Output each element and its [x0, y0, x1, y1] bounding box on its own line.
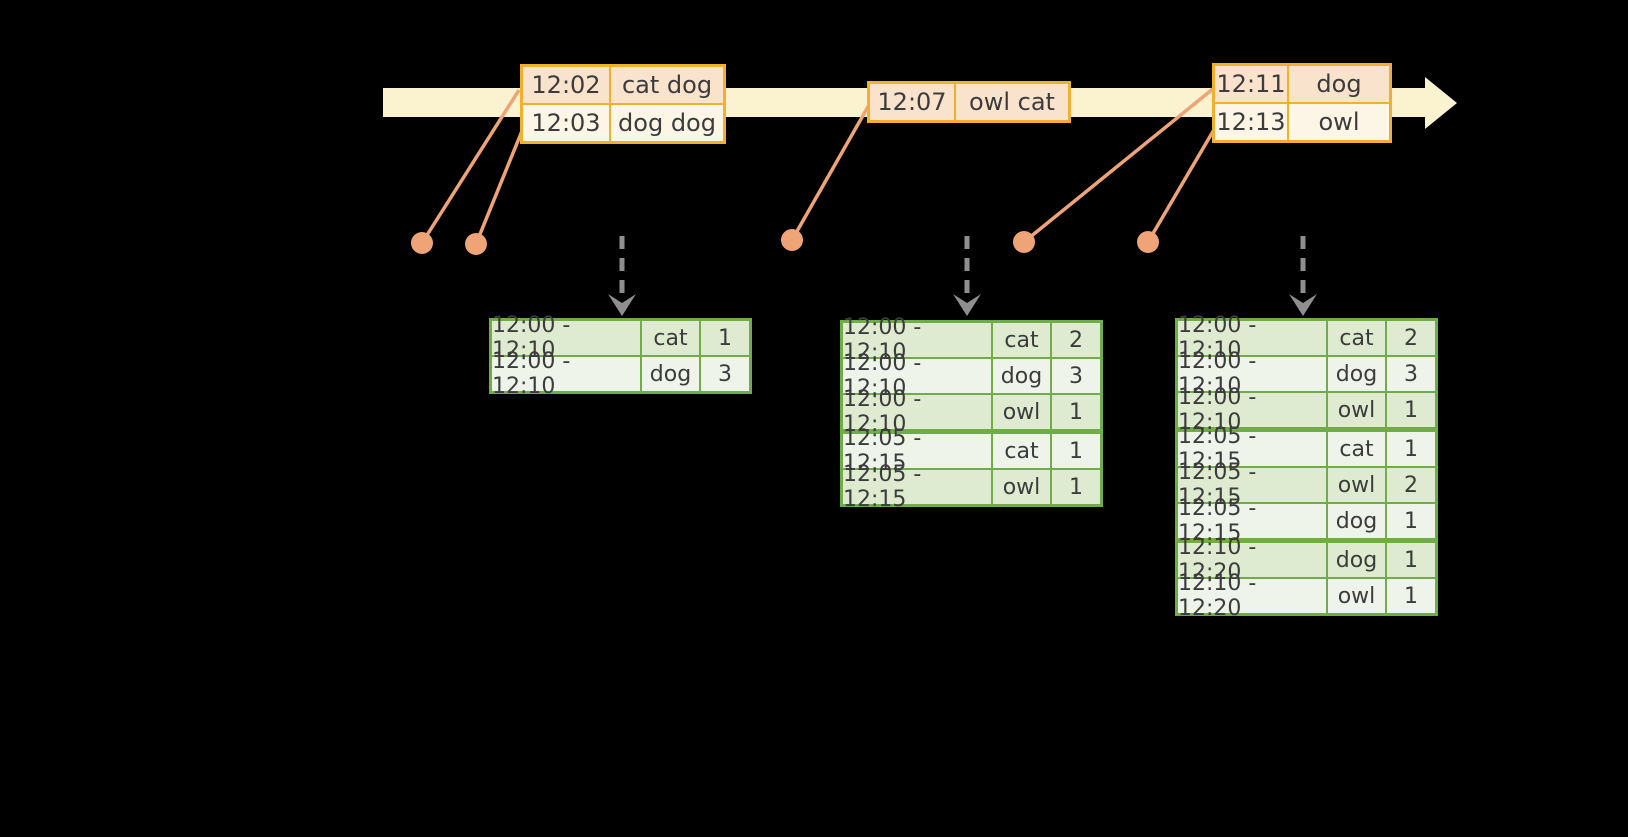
result-word-cell: dog: [1328, 504, 1385, 538]
event-connector-group: [420, 86, 1217, 245]
result-count-cell: 2: [1387, 321, 1435, 355]
result-word-cell: cat: [993, 434, 1050, 468]
event-time-cell: 12:03: [523, 105, 609, 141]
result-window-cell: 12:05 - 12:15: [1178, 460, 1326, 510]
result-count-cell: 1: [1387, 579, 1435, 613]
result-word-cell: owl: [1328, 468, 1385, 502]
result-count-cell: 1: [1052, 470, 1100, 504]
event-words-cell: dog: [1289, 66, 1389, 102]
result-word-cell: cat: [993, 323, 1050, 357]
result-row: 12:00 - 12:10 cat 1: [492, 313, 749, 363]
event-row: 12:11 dog: [1215, 66, 1389, 102]
event-words-cell: cat dog: [611, 67, 723, 103]
result-count-cell: 3: [1387, 357, 1435, 391]
result-row: 12:05 - 12:15 owl 2: [1178, 460, 1435, 510]
result-window-cell: 12:00 - 12:10: [492, 313, 640, 363]
result-count-cell: 1: [1052, 395, 1100, 429]
result-word-cell: cat: [1328, 432, 1385, 466]
trigger-arrowhead-icon: [953, 294, 981, 316]
event-row: 12:02 cat dog: [523, 67, 723, 103]
result-window-cell: 12:05 - 12:15: [1178, 496, 1326, 546]
result-row: 12:00 - 12:10 owl 1: [1178, 385, 1435, 435]
result-row: 12:05 - 12:15 cat 1: [843, 426, 1100, 476]
result-table: 12:00 - 12:10 cat 1 12:00 - 12:10 dog 3: [489, 313, 752, 399]
result-window-cell: 12:00 - 12:10: [1178, 313, 1326, 363]
event-table: 12:02 cat dog 12:03 dog dog: [520, 64, 726, 144]
result-count-cell: 1: [1387, 432, 1435, 466]
event-connector-line: [1146, 127, 1217, 243]
result-word-cell: dog: [1328, 357, 1385, 391]
event-time-cell: 12:02: [523, 67, 609, 103]
event-dot-group: [411, 229, 1159, 255]
result-row: 12:00 - 12:10 owl 1: [843, 387, 1100, 437]
event-dot: [465, 233, 487, 255]
result-window-cell: 12:00 - 12:10: [843, 387, 991, 437]
event-connector-line: [1022, 86, 1216, 244]
result-word-cell: owl: [1328, 579, 1385, 613]
event-row: 12:03 dog dog: [523, 105, 723, 141]
result-count-cell: 1: [1387, 543, 1435, 577]
result-count-cell: 3: [1052, 359, 1100, 393]
event-words-cell: owl cat: [956, 84, 1068, 120]
event-dot: [411, 232, 433, 254]
result-window-cell: 12:05 - 12:15: [843, 426, 991, 476]
result-table: 12:00 - 12:10 cat 2 12:00 - 12:10 dog 3 …: [1175, 313, 1438, 621]
result-window-cell: 12:05 - 12:15: [843, 462, 991, 512]
result-count-cell: 2: [1052, 323, 1100, 357]
result-word-cell: owl: [993, 470, 1050, 504]
trigger-arrow-heads: [608, 294, 1317, 316]
event-row: 12:13 owl: [1215, 104, 1389, 140]
result-count-cell: 1: [1387, 504, 1435, 538]
event-time-cell: 12:07: [870, 84, 954, 120]
result-count-cell: 1: [1387, 393, 1435, 427]
result-window-cell: 12:00 - 12:10: [843, 315, 991, 365]
result-row: 12:10 - 12:20 owl 1: [1178, 571, 1435, 621]
result-window-cell: 12:00 - 12:10: [843, 351, 991, 401]
event-connector-line: [420, 89, 521, 244]
event-table: 12:07 owl cat: [867, 81, 1071, 123]
trigger-arrow-stems: [619, 236, 1306, 294]
result-count-cell: 2: [1387, 468, 1435, 502]
event-dot: [1013, 231, 1035, 253]
trigger-arrowhead-icon: [1289, 294, 1317, 316]
result-row: 12:00 - 12:10 dog 3: [843, 351, 1100, 401]
event-dot: [781, 229, 803, 251]
result-word-cell: dog: [993, 359, 1050, 393]
result-table: 12:00 - 12:10 cat 2 12:00 - 12:10 dog 3 …: [840, 315, 1103, 512]
result-count-cell: 1: [701, 321, 749, 355]
trigger-arrowhead-icon: [608, 294, 636, 316]
timeline-arrowhead-icon: [1425, 77, 1457, 129]
result-row: 12:05 - 12:15 owl 1: [843, 462, 1100, 512]
result-row: 12:05 - 12:15 dog 1: [1178, 496, 1435, 546]
result-word-cell: cat: [1328, 321, 1385, 355]
event-words-cell: dog dog: [611, 105, 723, 141]
result-row: 12:00 - 12:10 dog 3: [492, 349, 749, 399]
event-words-cell: owl: [1289, 104, 1389, 140]
event-time-cell: 12:13: [1215, 104, 1287, 140]
event-dot: [1137, 231, 1159, 253]
result-row: 12:00 - 12:10 cat 2: [843, 315, 1100, 365]
result-count-cell: 1: [1052, 434, 1100, 468]
event-table: 12:11 dog 12:13 owl: [1212, 63, 1392, 143]
result-word-cell: dog: [642, 357, 699, 391]
result-row: 12:00 - 12:10 cat 2: [1178, 313, 1435, 363]
result-window-cell: 12:10 - 12:20: [1178, 571, 1326, 621]
result-window-cell: 12:00 - 12:10: [1178, 385, 1326, 435]
result-count-cell: 3: [701, 357, 749, 391]
result-word-cell: cat: [642, 321, 699, 355]
result-row: 12:10 - 12:20 dog 1: [1178, 535, 1435, 585]
result-window-cell: 12:00 - 12:10: [492, 349, 640, 399]
result-word-cell: owl: [993, 395, 1050, 429]
event-connector-line: [474, 130, 524, 245]
event-time-cell: 12:11: [1215, 66, 1287, 102]
result-word-cell: dog: [1328, 543, 1385, 577]
event-row: 12:07 owl cat: [870, 84, 1068, 120]
result-word-cell: owl: [1328, 393, 1385, 427]
event-connector-line: [790, 104, 871, 241]
